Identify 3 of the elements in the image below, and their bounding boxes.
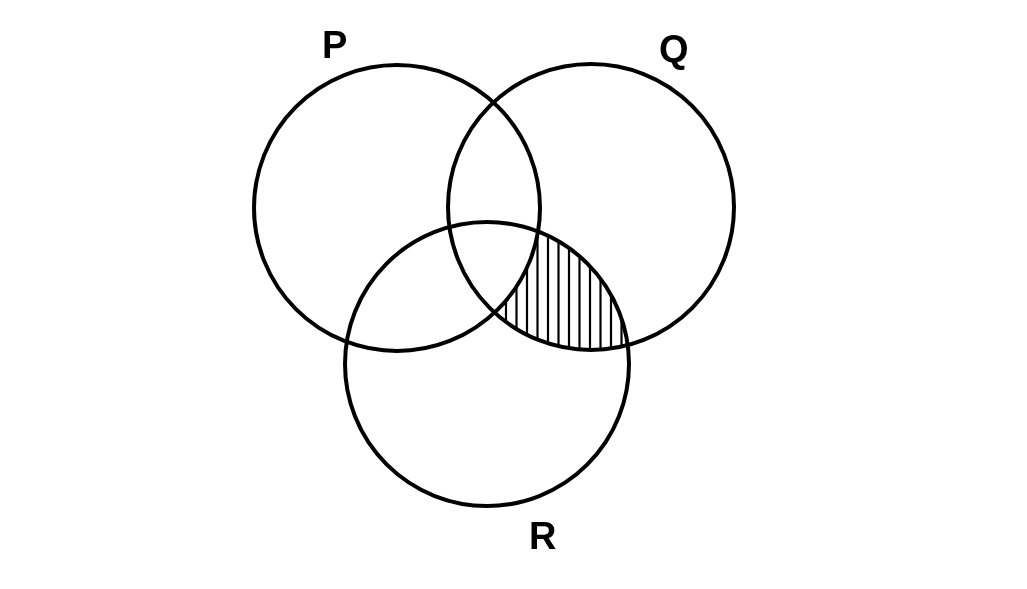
set-label: P xyxy=(322,26,348,64)
set-label: Q xyxy=(659,30,689,68)
set-label: R xyxy=(529,517,557,555)
